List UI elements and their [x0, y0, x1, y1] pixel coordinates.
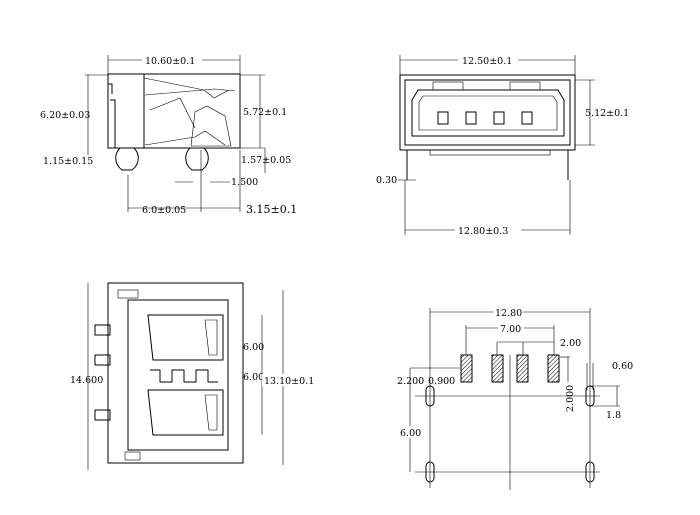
top-width-label: 13.10±0.1 [264, 376, 314, 387]
footprint-pad-length-label: 2.000 [565, 385, 576, 412]
side-pin-height-label: 1.57±0.05 [241, 155, 291, 166]
front-height-label: 5.12±0.1 [585, 108, 629, 119]
top-inner-upper-label: 6.00 [243, 342, 264, 353]
footprint-pad-span-label: 7.00 [500, 324, 521, 335]
front-thickness-label: 0.30 [376, 175, 397, 186]
top-length-label: 14.600 [70, 375, 103, 386]
side-shell-height-label: 5.72±0.1 [243, 107, 287, 118]
front-overall-width-label: 12.80±0.3 [458, 226, 508, 237]
footprint-pad-pitch-label: 2.00 [560, 338, 581, 349]
side-pin-width-label: 1.500 [231, 177, 258, 188]
footprint-pad-width-label: 0.900 [428, 376, 455, 387]
side-width-label: 10.60±0.1 [145, 56, 195, 67]
pcb-footprint: 12.80 7.00 2.00 0.60 2.200 0.900 2.000 1… [397, 306, 633, 490]
side-view: 10.60±0.1 6.20±0.03 5.72±0.1 1.15±0.15 1… [40, 54, 297, 216]
side-height-label: 6.20±0.03 [40, 110, 90, 121]
footprint-span-label: 12.80 [495, 308, 522, 319]
top-inner-lower-label: 6.00 [243, 372, 264, 383]
front-view: 12.50±0.1 5.12±0.1 0.30 12.80±0.3 [376, 54, 629, 237]
top-view: 14.600 6.00 6.00 13.10±0.1 [70, 282, 324, 470]
footprint-slot-length-label: 1.8 [606, 410, 621, 421]
side-tab-offset-label: 1.15±0.15 [43, 156, 93, 167]
side-pin-to-edge-label: 3.15±0.1 [246, 203, 297, 216]
footprint-slot-width-label: 0.60 [612, 361, 633, 372]
side-pin-spacing-label: 6.0±0.05 [142, 205, 186, 216]
footprint-slot-spacing-label: 6.00 [400, 428, 421, 439]
footprint-offset-label: 2.200 [397, 376, 424, 387]
front-width-label: 12.50±0.1 [462, 56, 512, 67]
